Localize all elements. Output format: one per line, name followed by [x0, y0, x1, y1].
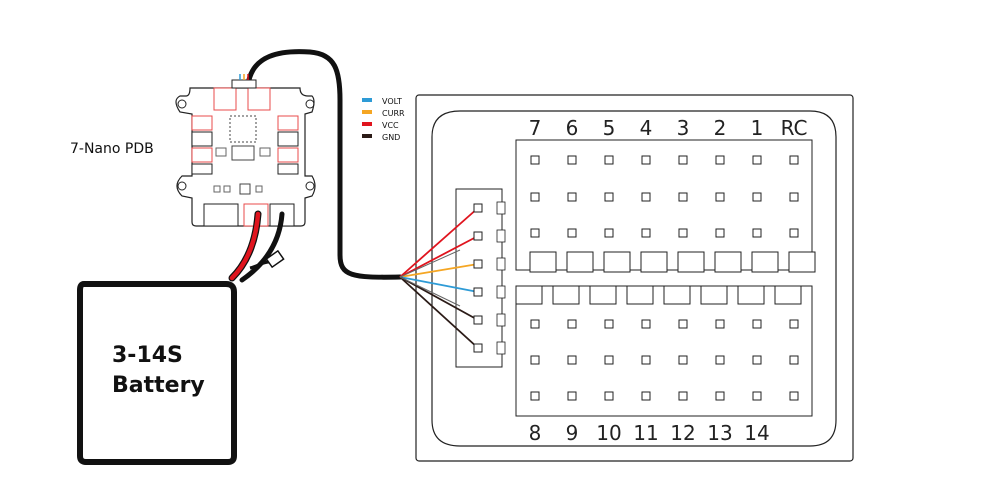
- header-pin: [752, 155, 762, 165]
- battery: 3-14S Battery: [77, 281, 237, 465]
- wire-vcc-1: [399, 207, 479, 278]
- wire-curr: [399, 263, 479, 278]
- header-pin: [715, 155, 725, 165]
- port-label-6: 6: [566, 116, 579, 140]
- header-pin: [752, 192, 762, 202]
- header-pin: [789, 319, 799, 329]
- port-label-14: 14: [744, 421, 769, 445]
- header-pin: [678, 228, 688, 238]
- legend-gnd: GND: [382, 133, 400, 142]
- wire-volt: [399, 276, 479, 293]
- header-pin: [641, 228, 651, 238]
- port-label-8: 8: [529, 421, 542, 445]
- header-pin: [567, 228, 577, 238]
- header-pin: [789, 355, 799, 365]
- header-pin: [715, 391, 725, 401]
- header-pin: [678, 391, 688, 401]
- header-pin: [789, 155, 799, 165]
- header-pin: [604, 319, 614, 329]
- battery-label-line2: Battery: [112, 373, 205, 398]
- header-pin: [641, 192, 651, 202]
- header-pin: [752, 355, 762, 365]
- port-label-5: 5: [603, 116, 616, 140]
- flight-controller: [415, 94, 854, 462]
- header-pin: [641, 391, 651, 401]
- port-label-rc: RC: [781, 116, 808, 140]
- header-pin: [604, 228, 614, 238]
- port-label-10: 10: [596, 421, 621, 445]
- wire-legend: VOLT CURR VCC GND: [362, 97, 405, 142]
- header-pin: [530, 228, 540, 238]
- pdb-label: 7-Nano PDB: [70, 141, 154, 157]
- top-port-labels: 7 6 5 4 3 2 1 RC: [529, 116, 808, 140]
- port-label-4: 4: [640, 116, 653, 140]
- header-pin: [715, 319, 725, 329]
- legend-curr: CURR: [382, 109, 405, 118]
- port-label-7: 7: [529, 116, 542, 140]
- header-pin: [789, 228, 799, 238]
- signal-wires: [399, 203, 483, 353]
- header-pin: [641, 319, 651, 329]
- header-pin: [752, 228, 762, 238]
- port-label-3: 3: [677, 116, 690, 140]
- header-pin: [715, 228, 725, 238]
- balance-plug: [265, 249, 285, 269]
- header-pin: [604, 192, 614, 202]
- port-label-1: 1: [751, 116, 764, 140]
- header-pin: [641, 155, 651, 165]
- pdb-board: [175, 74, 316, 227]
- header-pin: [530, 355, 540, 365]
- header-pin: [715, 355, 725, 365]
- header-pin: [604, 391, 614, 401]
- header-pin: [567, 155, 577, 165]
- header-pin: [530, 391, 540, 401]
- port-label-13: 13: [707, 421, 732, 445]
- header-pin: [567, 391, 577, 401]
- header-pin: [678, 192, 688, 202]
- port-label-2: 2: [714, 116, 727, 140]
- header-pin: [789, 192, 799, 202]
- header-pin: [567, 319, 577, 329]
- header-pin: [678, 155, 688, 165]
- wire-gnd-2: [399, 276, 479, 349]
- port-label-9: 9: [566, 421, 579, 445]
- bottom-port-labels: 8 9 10 11 12 13 14: [529, 421, 770, 445]
- header-pin: [715, 192, 725, 202]
- battery-black-wire: [239, 211, 285, 283]
- header-pin: [752, 391, 762, 401]
- header-pin: [530, 319, 540, 329]
- wire-vcc-2: [399, 235, 479, 278]
- wire-gnd-1: [399, 276, 479, 321]
- signal-cable: [245, 49, 403, 280]
- header-pin: [678, 319, 688, 329]
- pin-grid: [530, 155, 799, 401]
- header-pin: [530, 192, 540, 202]
- port-label-12: 12: [670, 421, 695, 445]
- header-pin: [567, 192, 577, 202]
- header-pin: [678, 355, 688, 365]
- header-pin: [752, 319, 762, 329]
- port-label-11: 11: [633, 421, 658, 445]
- legend-vcc: VCC: [382, 121, 399, 130]
- header-pin: [604, 155, 614, 165]
- header-pin: [641, 355, 651, 365]
- header-pin: [530, 155, 540, 165]
- legend-volt: VOLT: [382, 97, 402, 106]
- battery-label-line1: 3-14S: [112, 343, 183, 368]
- header-pin: [789, 391, 799, 401]
- header-pin: [567, 355, 577, 365]
- header-pin: [604, 355, 614, 365]
